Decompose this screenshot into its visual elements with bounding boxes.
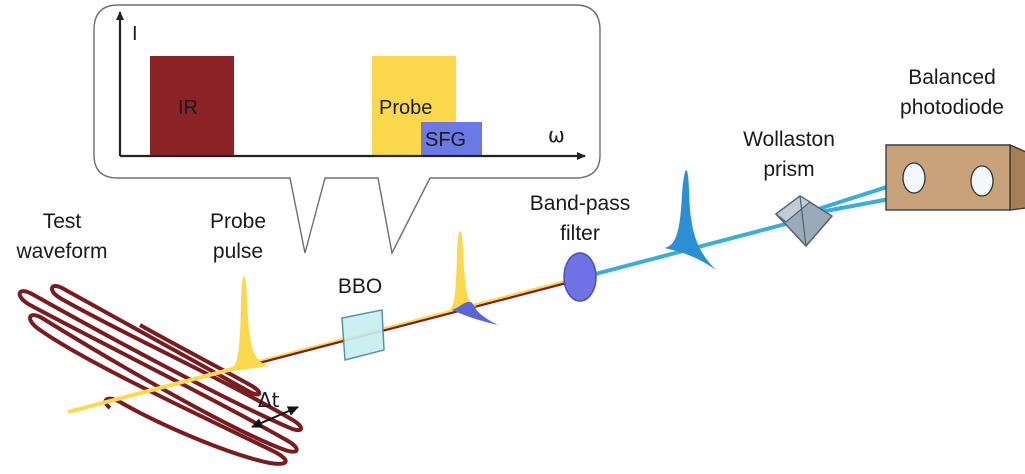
bandpass-label-line1: Band-pass (530, 192, 630, 215)
sfg-beam (579, 213, 821, 280)
inset-y-axis-label: I (132, 23, 138, 45)
sfg-pulse-large (664, 170, 716, 270)
wollaston-label-line2: prism (763, 158, 814, 181)
test-waveform (17, 284, 303, 466)
delay-label: Δt (258, 388, 280, 412)
probe-pulse-label-line2: pulse (213, 240, 263, 263)
bbo-label: BBO (338, 275, 382, 298)
photodiode-label-line2: photodiode (900, 96, 1004, 119)
probe-pulse-2 (446, 231, 478, 312)
sfg-pulse-small (452, 301, 498, 325)
sfg-band-label: SFG (425, 129, 466, 151)
photodiode-label-line1: Balanced (908, 66, 996, 89)
test-waveform-label-line2: waveform (15, 240, 107, 263)
test-waveform-label-line1: Test (43, 210, 82, 233)
delay-arrow-left (251, 416, 276, 428)
photodiode-right (970, 165, 994, 197)
bandpass-filter (563, 252, 597, 302)
ir-beam-overlay (235, 278, 579, 371)
photodiode-left (902, 162, 926, 194)
probe-pulse-label-line1: Probe (210, 210, 266, 233)
sfg-band (421, 122, 482, 156)
inset-x-axis-label: ω (548, 123, 565, 147)
probe-band-label: Probe (379, 97, 432, 119)
ir-band (150, 56, 234, 156)
probe-pulse (226, 276, 270, 372)
ir-band-label: IR (178, 97, 198, 119)
bandpass-label-line2: filter (560, 222, 600, 245)
delay-arrow-right (274, 406, 299, 418)
balanced-photodiode (885, 144, 1025, 211)
wollaston-prism (774, 195, 834, 248)
wollaston-label-line1: Wollaston (743, 128, 835, 151)
bbo-crystal (341, 309, 385, 361)
